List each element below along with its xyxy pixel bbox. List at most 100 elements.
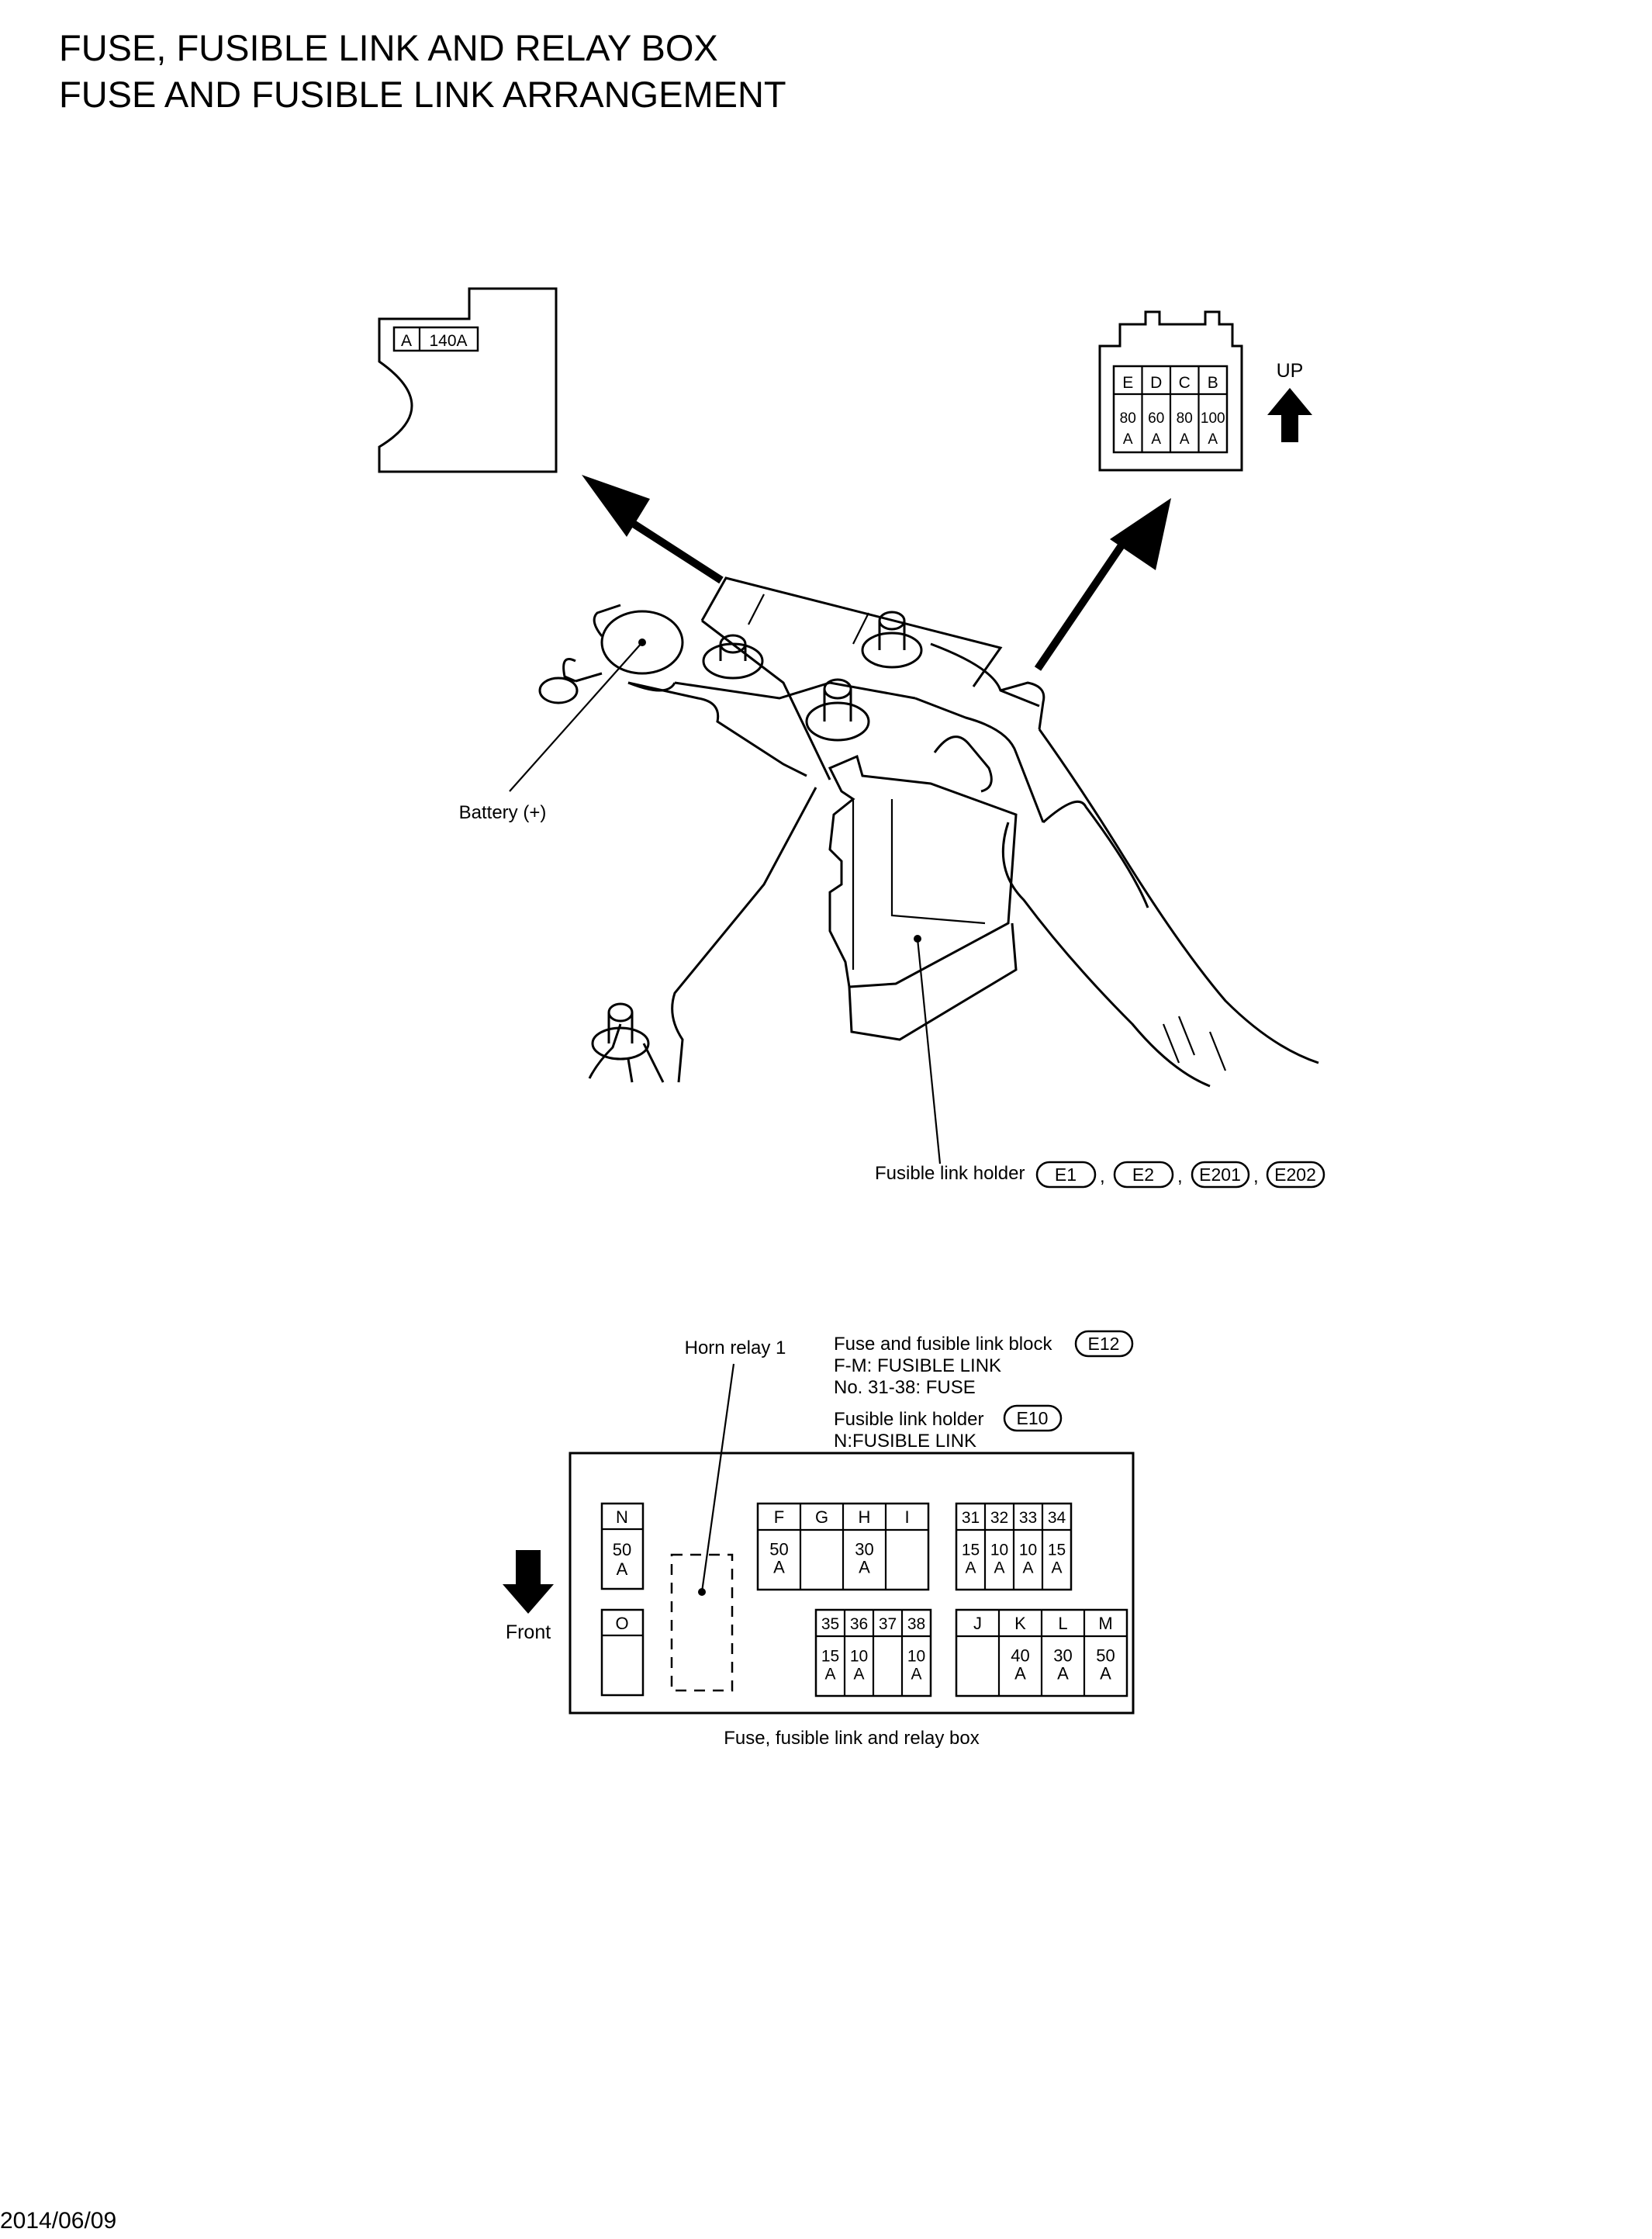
fuse-letter: 31 bbox=[962, 1509, 980, 1527]
inset-link-letter: D bbox=[1150, 374, 1162, 392]
fuse-letter: 36 bbox=[850, 1615, 868, 1633]
inset-link-letter: C bbox=[1179, 374, 1191, 392]
fusible-link-letter: L bbox=[1058, 1614, 1067, 1633]
fusible-link-rating: 30 bbox=[855, 1539, 873, 1559]
fuse-letter: 37 bbox=[879, 1615, 897, 1633]
svg-text:E10: E10 bbox=[1017, 1408, 1049, 1428]
footer-date: 2014/06/09 bbox=[0, 2208, 117, 2234]
svg-text:A: A bbox=[617, 1559, 628, 1579]
fuse-unit: A bbox=[994, 1559, 1004, 1576]
connector-e2: E2 bbox=[1113, 1161, 1174, 1189]
inset-link-rating: 80 bbox=[1177, 410, 1193, 427]
battery-leader-line bbox=[509, 642, 643, 792]
fuse-block-line-3: No. 31-38: FUSE bbox=[834, 1377, 976, 1398]
fusible-link-rating: 40 bbox=[1011, 1646, 1029, 1665]
fuse-rating: 10 bbox=[1019, 1541, 1037, 1559]
horn-relay-leader bbox=[700, 1363, 735, 1593]
svg-text:E202: E202 bbox=[1274, 1164, 1316, 1185]
fuse-rating: 10 bbox=[850, 1647, 868, 1665]
fuse-unit: A bbox=[1051, 1559, 1062, 1576]
fusible-link-letter: K bbox=[1014, 1614, 1026, 1633]
inset-link-unit: A bbox=[1180, 431, 1190, 448]
horn-relay-label: Horn relay 1 bbox=[685, 1338, 786, 1358]
fuse-rating: 15 bbox=[821, 1647, 839, 1665]
front-arrow-icon bbox=[503, 1550, 554, 1614]
page-title-line-2: FUSE AND FUSIBLE LINK ARRANGEMENT bbox=[59, 74, 786, 115]
svg-text:50: 50 bbox=[613, 1540, 631, 1559]
battery-label: Battery (+) bbox=[459, 802, 547, 823]
relay-box-caption: Fuse, fusible link and relay box bbox=[724, 1728, 980, 1749]
fusible-link-a-inset: A 140A bbox=[378, 287, 558, 473]
fuse-letter: 35 bbox=[821, 1615, 839, 1633]
fusible-link-o: O bbox=[600, 1608, 645, 1697]
fusible-link-letter: G bbox=[815, 1507, 828, 1527]
fuse-rating: 10 bbox=[990, 1541, 1008, 1559]
fuse-unit: A bbox=[1022, 1559, 1033, 1576]
fuse-block-line-2: F-M: FUSIBLE LINK bbox=[834, 1355, 1001, 1376]
fuse-unit: A bbox=[911, 1665, 921, 1683]
fusible-link-letter: H bbox=[859, 1507, 871, 1527]
up-arrow-icon bbox=[1267, 388, 1312, 442]
up-label: UP bbox=[1277, 360, 1304, 382]
fuse-rating: 15 bbox=[1048, 1541, 1066, 1559]
connector-separator: , bbox=[1177, 1166, 1183, 1187]
horn-relay-1 bbox=[670, 1553, 734, 1692]
fusible-link-letter: F bbox=[774, 1507, 784, 1527]
fusible-link-letter: J bbox=[973, 1614, 982, 1633]
connector-e10: E10 bbox=[1003, 1404, 1063, 1432]
fusible-link-a-label-box bbox=[392, 326, 479, 352]
fusible-link-letter: M bbox=[1098, 1614, 1112, 1633]
fuse-rating: 15 bbox=[962, 1541, 980, 1559]
fusible-link-unit: A bbox=[1057, 1663, 1069, 1683]
fuse-unit: A bbox=[824, 1665, 835, 1683]
svg-text:E201: E201 bbox=[1199, 1164, 1241, 1185]
connector-e1: E1 bbox=[1035, 1161, 1097, 1189]
fusible-link-n: N 50 A bbox=[600, 1502, 645, 1590]
battery-illustration bbox=[538, 576, 1319, 1088]
inset-link-unit: A bbox=[1208, 431, 1218, 448]
inset-link-unit: A bbox=[1123, 431, 1133, 448]
fusible-link-holder-e10-line-2: N:FUSIBLE LINK bbox=[834, 1431, 976, 1452]
fusible-link-rating: 50 bbox=[1096, 1646, 1115, 1665]
fuse-letter: 32 bbox=[990, 1509, 1008, 1527]
connector-e202: E202 bbox=[1266, 1161, 1325, 1189]
connector-separator: , bbox=[1100, 1166, 1105, 1187]
arrow-to-left-inset bbox=[582, 475, 724, 584]
fusible-link-rating: 50 bbox=[769, 1539, 788, 1559]
fusible-link-unit: A bbox=[773, 1557, 785, 1576]
arrow-to-right-inset bbox=[1034, 498, 1171, 671]
fusible-link-holder-label: Fusible link holder bbox=[875, 1163, 1025, 1184]
fuse-letter: 38 bbox=[907, 1615, 925, 1633]
front-label: Front bbox=[506, 1621, 551, 1643]
fusible-link-rating: 30 bbox=[1053, 1646, 1072, 1665]
relay-box-outline bbox=[569, 1452, 1135, 1715]
inset-link-rating: 60 bbox=[1148, 410, 1164, 427]
fuse-unit: A bbox=[965, 1559, 976, 1576]
svg-text:N: N bbox=[616, 1507, 628, 1527]
inset-link-rating: 80 bbox=[1120, 410, 1136, 427]
connector-e201: E201 bbox=[1191, 1161, 1250, 1189]
fusible-link-unit: A bbox=[1014, 1663, 1026, 1683]
fuse-block-label: Fuse and fusible link block bbox=[834, 1334, 1052, 1355]
svg-text:E1: E1 bbox=[1055, 1164, 1077, 1185]
fusible-link-letter: I bbox=[904, 1507, 909, 1527]
connector-separator: , bbox=[1253, 1166, 1259, 1187]
fusible-link-a-letter: A bbox=[401, 332, 412, 350]
inset-link-letter: E bbox=[1122, 374, 1133, 392]
page-title-line-1: FUSE, FUSIBLE LINK AND RELAY BOX bbox=[59, 27, 718, 68]
connector-e12: E12 bbox=[1074, 1330, 1134, 1358]
inset-link-letter: B bbox=[1208, 374, 1218, 392]
fuse-letter: 34 bbox=[1048, 1509, 1066, 1527]
inset-link-rating: 100 bbox=[1201, 410, 1225, 427]
fuse-unit: A bbox=[853, 1665, 864, 1683]
fuse-rating: 10 bbox=[907, 1647, 925, 1665]
fusible-link-unit: A bbox=[1100, 1663, 1111, 1683]
fuse-letter: 33 bbox=[1019, 1509, 1037, 1527]
svg-text:O: O bbox=[615, 1614, 628, 1633]
inset-link-unit: A bbox=[1151, 431, 1161, 448]
